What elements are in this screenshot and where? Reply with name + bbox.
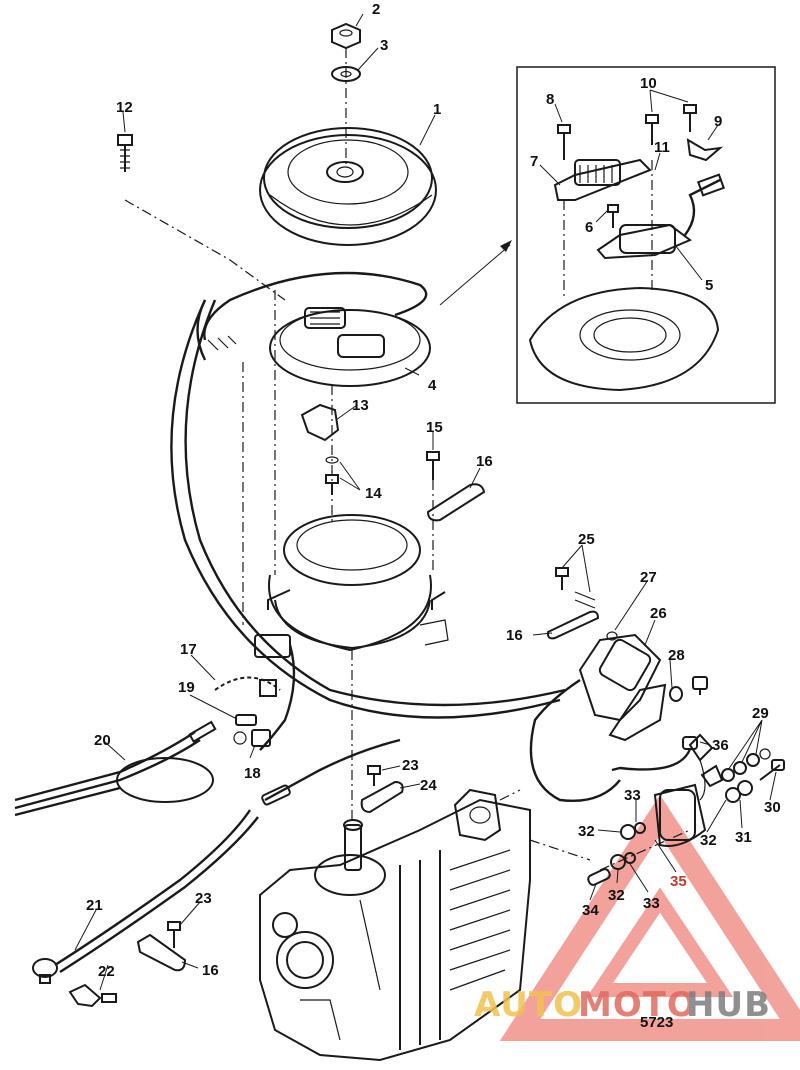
harness-20 <box>14 720 217 817</box>
screw-15 <box>426 451 440 480</box>
harness-21 <box>32 738 401 984</box>
connector-block <box>254 634 296 751</box>
clip-16-lower <box>136 933 187 972</box>
nut <box>331 22 361 50</box>
screw-12 <box>117 134 133 172</box>
inset-callout-labels: 8 10 9 7 11 6 5 <box>530 75 722 294</box>
callout-29: 29 <box>752 705 769 722</box>
watermark-part-1: AUTO <box>474 985 583 1025</box>
ignition-coil-26 <box>529 631 667 802</box>
callout-18: 18 <box>244 765 261 782</box>
clip-13 <box>300 403 340 442</box>
clip-24 <box>360 780 404 814</box>
watermark-logo: AUTO MOTO HUB <box>474 985 771 1025</box>
callout-24: 24 <box>420 777 437 794</box>
callout-7: 7 <box>530 153 538 170</box>
figure-number: 5723 <box>640 1014 673 1031</box>
clip-16-mid <box>546 610 600 640</box>
screw-23-lower <box>167 921 181 948</box>
callout-3: 3 <box>380 37 388 54</box>
callout-23a: 23 <box>402 757 419 774</box>
screw-30 <box>759 759 785 781</box>
callout-17: 17 <box>180 641 197 658</box>
callout-36: 36 <box>712 737 729 754</box>
watermark-part-2: MOTO <box>578 985 697 1025</box>
callout-15: 15 <box>426 419 443 436</box>
callout-25: 25 <box>578 531 595 548</box>
flywheel <box>259 127 437 246</box>
callout-6: 6 <box>585 219 593 236</box>
callout-4: 4 <box>428 377 437 394</box>
hardware-28 <box>669 676 708 702</box>
callout-33a: 33 <box>624 787 641 804</box>
watermark-part-3: HUB <box>686 985 771 1025</box>
callout-14: 14 <box>365 485 382 502</box>
washers-31 <box>725 780 753 803</box>
crankcase <box>259 788 531 1062</box>
callout-10: 10 <box>640 75 657 92</box>
callout-21: 21 <box>86 897 103 914</box>
hardware-32-33 <box>610 822 646 870</box>
callout-27: 27 <box>640 569 657 586</box>
detail-inset <box>516 66 776 404</box>
callout-30: 30 <box>764 799 781 816</box>
callout-32c: 32 <box>700 832 717 849</box>
callout-26: 26 <box>650 605 667 622</box>
connector-18 <box>251 729 271 747</box>
stator-plate <box>196 271 431 387</box>
callout-labels: 2 3 1 12 4 13 14 15 16 17 19 18 20 21 22… <box>86 1 781 980</box>
watermark-triangle <box>499 794 800 1041</box>
screw-23-upper <box>367 765 381 786</box>
callout-19: 19 <box>178 679 195 696</box>
callout-9: 9 <box>714 113 722 130</box>
callout-5: 5 <box>705 277 713 294</box>
callout-13: 13 <box>352 397 369 414</box>
callout-32a: 32 <box>578 823 595 840</box>
callout-16b: 16 <box>506 627 523 644</box>
callout-1: 1 <box>433 101 441 118</box>
callout-11: 11 <box>654 139 670 156</box>
connector-19 <box>233 714 257 745</box>
connector-36 <box>611 736 698 772</box>
callout-2: 2 <box>372 1 380 18</box>
callout-28: 28 <box>668 647 685 664</box>
callout-20: 20 <box>94 732 111 749</box>
callout-8: 8 <box>546 91 554 108</box>
trigger-plate <box>267 514 449 652</box>
callout-22: 22 <box>98 963 115 980</box>
sleeve-34 <box>587 868 611 886</box>
callout-33b: 33 <box>643 895 660 912</box>
strap-17 <box>214 676 281 697</box>
callout-16a: 16 <box>476 453 493 470</box>
callout-16c: 16 <box>202 962 219 979</box>
clip-16-upper <box>426 483 486 522</box>
callout-31: 31 <box>735 829 752 846</box>
callout-12: 12 <box>116 99 133 116</box>
callout-23b: 23 <box>195 890 212 907</box>
clip-22 <box>68 983 117 1008</box>
hardware-29 <box>721 748 771 782</box>
callout-34: 34 <box>582 902 599 919</box>
callout-35: 35 <box>670 873 687 890</box>
callout-32b: 32 <box>608 887 625 904</box>
